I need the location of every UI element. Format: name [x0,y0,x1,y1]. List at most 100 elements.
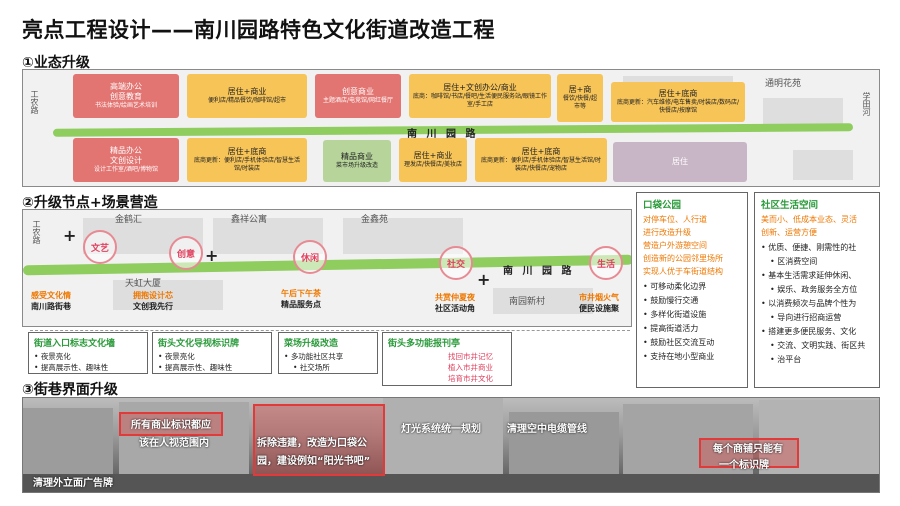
zone-north-1: 高端办公 创意教育 书法体验/绘画艺术培训 [73,74,179,118]
community-item: 以消费频次与品牌个性为 [761,297,873,311]
signage-frame [119,412,223,436]
photo-label: 该在人视范围内 [139,438,209,449]
node-label: 文艺 [90,243,109,254]
zone-head: 高端办公 创意教育 [110,82,142,101]
community-item-cont: 交流、文明实践、街区共 [761,339,873,353]
zone-north-2: 居住+商业 便利店/精品餐饮/咖啡馆/超市 [187,74,307,118]
community-item-cont: 导向进行招商运营 [761,311,873,325]
node-caption-2: 便民设施聚 [579,304,619,313]
marker-cross: + [63,226,77,245]
photo-label: 清理外立面广告牌 [33,478,113,489]
photo-label: 园，建设例如“阳光书吧” [257,456,371,467]
node-caption-1: 感受文化情 [31,291,71,300]
map-business-upgrade: 通明花苑 工农路 学田河 南 川 园 路 高端办公 创意教育 书法体验/绘画艺术… [22,69,880,187]
photo-label: 每个商铺只能有 [713,444,783,455]
zone-north-4: 居住+文创办公/商业 底商：咖啡馆/书店/餐吧/生活便民服务站/眼镜工作室/手工… [409,74,551,118]
pocket-text: 实现人优于车街道结构 [643,267,723,276]
node-caption-2: 文创我先行 [133,302,173,311]
zone-head: 居住 [672,157,688,166]
panel-market-upgrade: 菜场升级改造 多功能社区共享 社交场所 [278,332,378,374]
section-1-heading: ①业态升级 [22,55,90,71]
node-xiuxian[interactable]: 休闲 [293,240,327,274]
panel-item: 找回市井记忆 [448,352,493,361]
panel-item: 多功能社区共享 [284,351,372,362]
node-caption-2: 南川路街巷 [31,302,71,311]
zone-north-6: 居住+底商 底商更新：汽车维修/电车售卖/时装店/数码店/快餐店/按摩馆 [611,82,745,122]
node-wenyi[interactable]: 文艺 [83,230,117,264]
panel-item: 提高展示性、趣味性 [34,362,142,373]
panel-item: 植入市井商业 [448,363,493,372]
community-item: 优质、便捷、刚需性的社 [761,241,873,255]
street-name: 南 川 园 路 [407,129,479,140]
place-label: 金鹤汇 [115,215,143,225]
node-caption-1: 午后下午茶 [281,289,321,298]
zone-south-5: 居住+底商 底商更新：便利店/手机体验店/智慧生活馆/时装店/快餐店/宠物店 [475,138,607,182]
zone-head: 居住+商业 [413,151,453,160]
zone-south-6: 居住 [613,142,747,182]
panel-item: 夜景亮化 [158,351,266,362]
community-text: 创新、运营方便 [761,228,817,237]
panel-heading: 街道入口标志文化墙 [34,339,116,349]
zone-sub: 主题酒店/电竞馆/网红餐厅 [322,97,394,104]
zone-sub: 底商：咖啡馆/书店/餐吧/生活便民服务站/眼镜工作室/手工店 [412,93,548,108]
node-label: 休闲 [300,253,319,264]
road-label-left: 工农路 [32,220,41,244]
community-item: 搭建更多便民服务、文化 [761,325,873,339]
pocket-item: 多样化街道设施 [643,308,741,322]
section-3-heading: ③街巷界面升级 [22,382,118,398]
zone-head: 创意商业 [342,87,374,96]
panel-heading: 口袋公园 [643,200,682,211]
street-name: 南 川 园 路 [503,266,575,277]
community-item-cont: 娱乐、政务服务全方位 [761,283,873,297]
zone-head: 居住+底商 [521,147,561,156]
marker-cross: + [477,270,491,289]
zone-south-1: 精品办公 文创设计 设计工作室/酒吧/博物馆 [73,138,179,182]
community-item-cont: 区消费空间 [761,255,873,269]
panel-item: 提高展示性、趣味性 [158,362,266,373]
panel-guide-sign: 街头文化导视标识牌 夜景亮化 提高展示性、趣味性 [152,332,272,374]
node-shejiao[interactable]: 社交 [439,246,473,280]
photo-label: 灯光系统统一规划 [401,424,481,435]
node-caption-2: 精品服务点 [281,300,321,309]
pocket-text: 创造新的公园邻里场所 [643,254,723,263]
zone-sub: 底商更新：汽车维修/电车售卖/时装店/数码店/快餐店/按摩馆 [616,99,740,114]
panel-heading: 街头文化导视标识牌 [158,339,240,349]
zone-sub: 底商更新：便利店/手机体验店/智慧生活馆/时装店/快餐店/宠物店 [480,157,602,172]
node-label: 社交 [446,259,465,270]
node-chuangyi[interactable]: 创意 [169,236,203,270]
community-item-cont: 治平台 [761,353,873,367]
zone-head: 居住+文创办公/商业 [443,83,517,92]
zone-sub: 底商更新：便利店/手机体验店/智慧生活馆/时装店 [193,157,301,172]
node-caption-1: 共赏仲夏夜 [435,293,475,302]
zone-sub: 理发店/快餐店/美妆店 [403,161,463,168]
photo-label: 拆除违建，改造为口袋公 [257,438,367,449]
pocket-text: 营造户外游憩空间 [643,241,707,250]
photo-label: 所有商业标识都应 [131,420,211,431]
place-label: 南园新村 [509,297,546,307]
zone-head: 居住+底商 [227,147,267,156]
place-label: 鑫祥公寓 [231,215,268,225]
node-caption-1: 拥抱设计芯 [133,291,173,300]
panel-newsstand: 街头多功能报刊亭 找回市井记忆 植入市井商业 培育市井文化 [382,332,512,386]
panel-item: 培育市井文化 [448,374,493,383]
community-item: 基本生活需求延伸休闲、 [761,269,873,283]
node-shenghuo[interactable]: 生活 [589,246,623,280]
zone-south-3: 精品商业 菜市场升级改造 [323,140,391,182]
shop-sign-frame [699,438,799,468]
illegal-structure-frame [253,404,385,476]
zone-sub: 设计工作室/酒吧/博物馆 [93,166,159,173]
node-label: 生活 [596,259,615,270]
section-2-heading: ②升级节点+场景营造 [22,195,158,211]
zone-sub: 餐饮/快餐/超市等 [562,95,598,110]
place-label: 金鑫苑 [361,215,389,225]
map-nodes: 金鹤汇 鑫祥公寓 金鑫苑 天虹大厦 南园新村 工农路 南 川 园 路 + + +… [22,209,632,327]
zone-south-2: 居住+底商 底商更新：便利店/手机体验店/智慧生活馆/时装店 [187,138,307,182]
pocket-item: 提高街道活力 [643,322,741,336]
photo-label: 清理空中电缆管线 [507,424,587,435]
pocket-text: 进行改造升级 [643,228,691,237]
place-label: 通明花苑 [765,79,802,89]
pocket-item: 鼓励社区交流互动 [643,336,741,350]
node-caption-1: 市井烟火气 [579,293,619,302]
zone-sub: 书法体验/绘画艺术培训 [94,102,158,109]
zone-north-3: 创意商业 主题酒店/电竞馆/网红餐厅 [315,74,401,118]
